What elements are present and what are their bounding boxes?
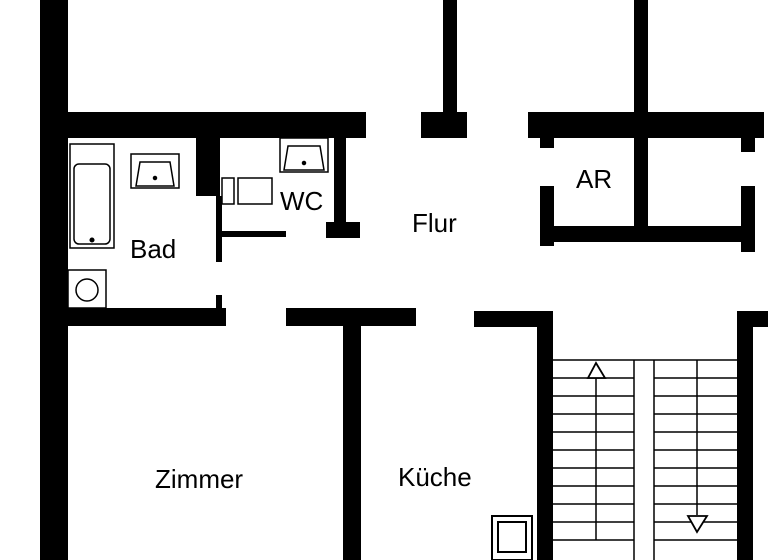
ar-stub-left xyxy=(540,138,554,148)
room-label-kueche: Küche xyxy=(398,462,472,492)
sink-icon xyxy=(130,153,180,189)
room-label-bad: Bad xyxy=(130,234,176,264)
stove-icon xyxy=(491,515,533,560)
stair-left-wall xyxy=(537,311,553,560)
room-label-zimmer: Zimmer xyxy=(155,464,243,494)
ar-left-wall xyxy=(540,186,554,246)
stair-right-wall xyxy=(737,311,753,560)
bath-wc-partition xyxy=(216,196,222,262)
ar-stub-right xyxy=(741,138,755,152)
wall-stub-flur xyxy=(421,112,467,138)
wall-vertical-top-right xyxy=(634,0,648,112)
wall-vertical-top-middle xyxy=(443,0,457,112)
wall-ar-top xyxy=(528,112,764,138)
wall-stair-top-left xyxy=(474,311,550,327)
wall-kueche-top xyxy=(286,308,416,326)
wall-zimmer-top xyxy=(68,308,226,326)
bath-door-stub xyxy=(216,295,222,309)
arrow-up-icon xyxy=(586,361,607,379)
washing-machine-icon xyxy=(67,269,107,309)
staircase xyxy=(553,359,737,560)
ar-divider xyxy=(634,138,648,228)
bathtub-icon xyxy=(69,143,115,249)
outer-left-wall xyxy=(40,0,68,560)
room-label-flur: Flur xyxy=(412,208,457,238)
ar-right-wall xyxy=(741,186,755,252)
wc-sink-icon xyxy=(279,137,329,173)
wc-right-wall xyxy=(334,138,346,234)
room-label-wc: WC xyxy=(280,186,323,216)
toilet-icon xyxy=(221,177,273,205)
wc-bottom-wall xyxy=(220,231,286,237)
walls xyxy=(40,0,768,560)
wc-right-stub xyxy=(326,222,360,238)
bath-wc-partition-top xyxy=(196,138,220,196)
zimmer-kueche-wall xyxy=(343,326,361,560)
arrow-down-icon xyxy=(686,515,709,534)
wall-bath-top xyxy=(68,112,366,138)
ar-bottom-wall xyxy=(554,226,750,242)
room-label-ar: AR xyxy=(576,164,612,194)
